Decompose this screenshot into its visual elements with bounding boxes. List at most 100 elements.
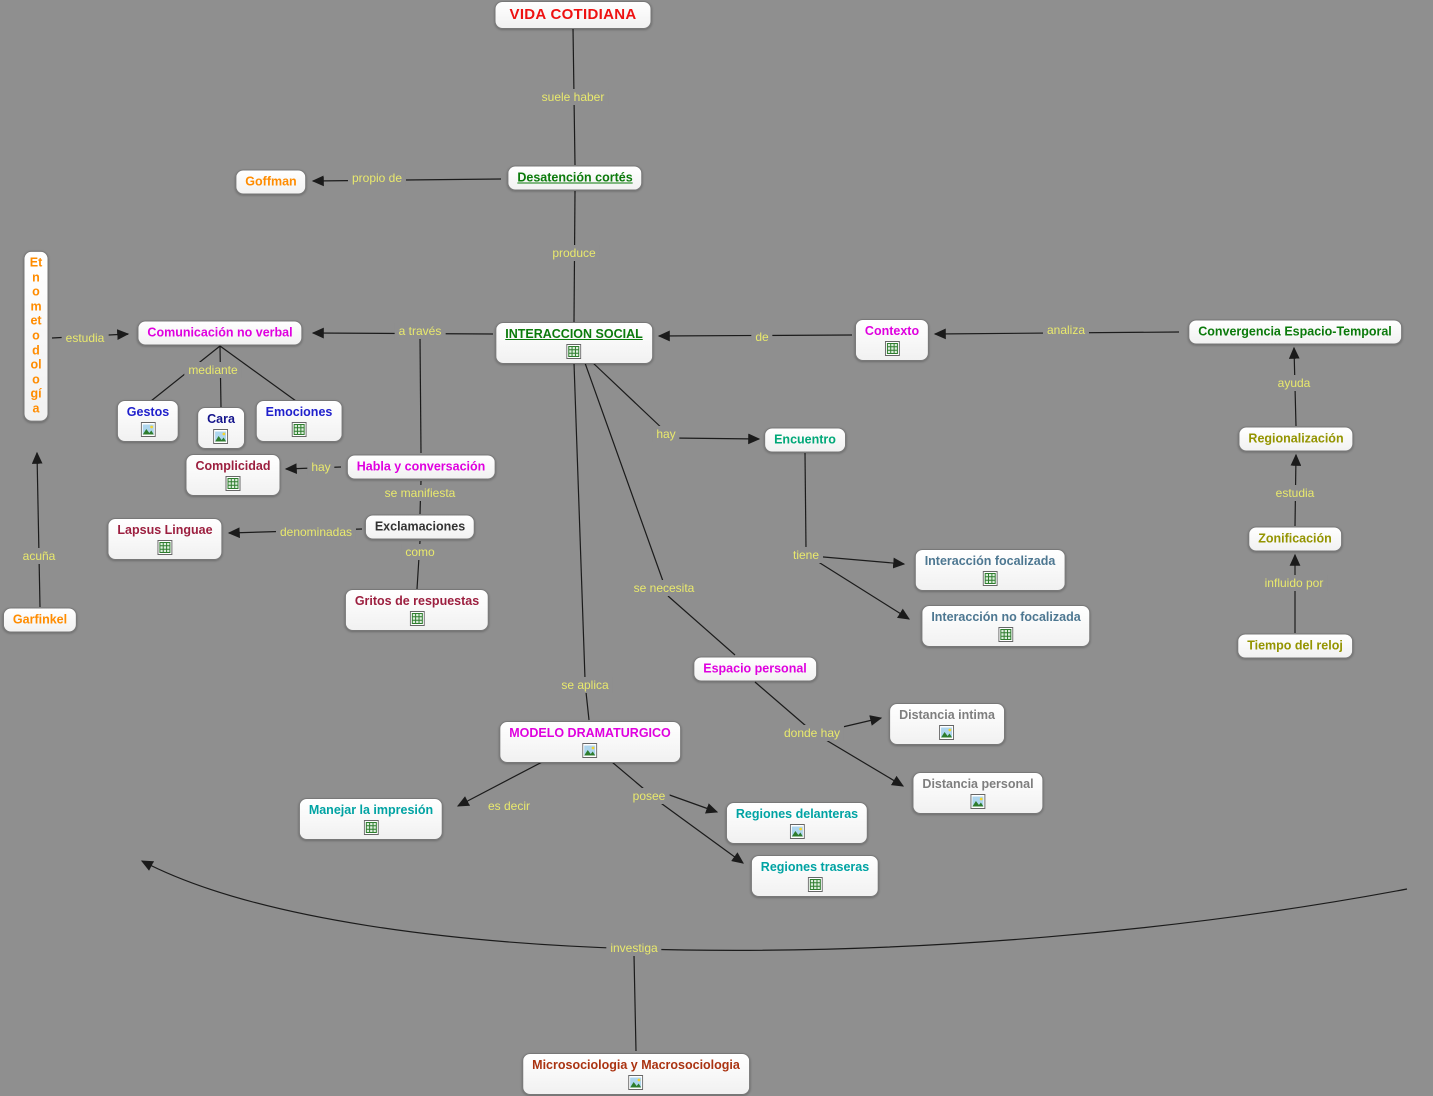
node-label: Regionalización — [1248, 431, 1344, 446]
link-label-es-decir[interactable]: es decir — [483, 798, 535, 814]
node-label: Regiones delanteras — [735, 807, 859, 821]
node-label: Convergencia Espacio-Temporal — [1198, 324, 1392, 339]
image-resource-icon[interactable] — [140, 422, 156, 437]
image-resource-icon[interactable] — [582, 743, 598, 758]
node-manejar-la-impresion[interactable]: Manejar la impresión — [298, 798, 444, 840]
node-vida-cotidiana[interactable]: VIDA COTIDIANA — [494, 1, 652, 29]
node-espacio-personal[interactable]: Espacio personal — [693, 656, 817, 682]
node-habla-y-conversacion[interactable]: Habla y conversación — [346, 454, 496, 480]
node-label: Lapsus Linguae — [117, 523, 213, 537]
node-label: Etnometodología — [29, 255, 43, 416]
node-label: Desatención cortés — [517, 170, 633, 185]
grid-resource-icon[interactable] — [363, 820, 379, 835]
link-label-analiza[interactable]: analiza — [1042, 322, 1090, 338]
link-label-se-aplica[interactable]: se aplica — [557, 677, 613, 693]
grid-resource-icon[interactable] — [291, 422, 307, 437]
node-desatencion-cortes[interactable]: Desatención cortés — [507, 165, 643, 191]
link-label-como[interactable]: como — [401, 544, 439, 560]
link-label-se-manifiesta[interactable]: se manifiesta — [380, 485, 460, 501]
node-exclamaciones[interactable]: Exclamaciones — [364, 514, 476, 540]
node-label: Interacción focalizada — [924, 554, 1056, 568]
node-emociones[interactable]: Emociones — [255, 400, 343, 442]
node-convergencia-espacio-temporal[interactable]: Convergencia Espacio-Temporal — [1188, 319, 1402, 345]
link-label-se-necesita[interactable]: se necesita — [629, 580, 699, 596]
node-goffman[interactable]: Goffman — [235, 169, 307, 195]
node-label: Gestos — [126, 405, 170, 419]
node-tiempo-del-reloj[interactable]: Tiempo del reloj — [1237, 633, 1353, 659]
node-lapsus-linguae[interactable]: Lapsus Linguae — [107, 518, 223, 560]
node-cara[interactable]: Cara — [197, 407, 245, 449]
node-label: VIDA COTIDIANA — [509, 6, 637, 23]
image-resource-icon[interactable] — [789, 824, 805, 839]
node-gestos[interactable]: Gestos — [116, 400, 180, 442]
node-distancia-personal[interactable]: Distancia personal — [912, 772, 1044, 814]
node-contexto[interactable]: Contexto — [854, 319, 930, 361]
grid-resource-icon[interactable] — [566, 344, 582, 359]
node-label: Regiones traseras — [760, 860, 870, 874]
link-label-estudia-1[interactable]: estudia — [61, 330, 109, 346]
node-label: Exclamaciones — [374, 519, 466, 534]
node-label: Distancia personal — [922, 777, 1034, 791]
link-label-produce[interactable]: produce — [548, 245, 600, 261]
grid-resource-icon[interactable] — [225, 476, 241, 491]
node-encuentro[interactable]: Encuentro — [764, 427, 846, 453]
node-label: Encuentro — [774, 432, 836, 447]
node-microsociologia-y-macrosociologia[interactable]: Microsociologia y Macrosociologia — [522, 1053, 750, 1095]
grid-resource-icon[interactable] — [157, 540, 173, 555]
node-label: Cara — [207, 412, 235, 426]
node-label: Contexto — [864, 324, 920, 338]
node-label: Espacio personal — [703, 661, 807, 676]
link-label-de[interactable]: de — [751, 329, 773, 345]
grid-resource-icon[interactable] — [982, 571, 998, 586]
link-label-donde-hay[interactable]: donde hay — [779, 725, 845, 741]
node-label: Goffman — [245, 174, 297, 189]
link-label-tiene[interactable]: tiene — [788, 547, 824, 563]
link-label-estudia-2[interactable]: estudia — [1271, 485, 1319, 501]
link-label-hay-2[interactable]: hay — [652, 426, 680, 442]
node-complicidad[interactable]: Complicidad — [185, 454, 281, 496]
link-label-denominadas[interactable]: denominadas — [275, 524, 357, 540]
link-label-a-traves[interactable]: a través — [394, 323, 446, 339]
grid-resource-icon[interactable] — [884, 341, 900, 356]
node-garfinkel[interactable]: Garfinkel — [2, 607, 78, 633]
node-label: Zonificación — [1258, 531, 1332, 546]
link-label-ayuda[interactable]: ayuda — [1273, 375, 1315, 391]
link-label-mediante[interactable]: mediante — [184, 362, 242, 378]
node-comunicacion-no-verbal[interactable]: Comunicación no verbal — [137, 320, 303, 346]
grid-resource-icon[interactable] — [409, 611, 425, 626]
image-resource-icon[interactable] — [939, 725, 955, 740]
node-label: Tiempo del reloj — [1247, 638, 1343, 653]
grid-resource-icon[interactable] — [998, 627, 1014, 642]
node-modelo-dramaturgico[interactable]: MODELO DRAMATURGICO — [499, 721, 681, 763]
link-label-suele-haber[interactable]: suele haber — [537, 89, 609, 105]
link-label-acuna[interactable]: acuña — [18, 548, 60, 564]
node-interaccion-social[interactable]: INTERACCION SOCIAL — [495, 322, 653, 364]
node-zonificacion[interactable]: Zonificación — [1248, 526, 1342, 552]
node-regiones-delanteras[interactable]: Regiones delanteras — [725, 802, 869, 844]
node-label: Microsociologia y Macrosociologia — [532, 1058, 740, 1072]
node-label: MODELO DRAMATURGICO — [509, 726, 671, 740]
node-label: INTERACCION SOCIAL — [505, 327, 643, 341]
node-regiones-traseras[interactable]: Regiones traseras — [750, 855, 880, 897]
node-interaccion-no-focalizada[interactable]: Interacción no focalizada — [921, 605, 1091, 647]
node-gritos-de-respuestas[interactable]: Gritos de respuestas — [344, 589, 490, 631]
node-label: Habla y conversación — [356, 459, 486, 474]
image-resource-icon[interactable] — [970, 794, 986, 809]
node-etnometodologia[interactable]: Etnometodología — [23, 250, 49, 422]
image-resource-icon[interactable] — [628, 1075, 644, 1090]
node-label: Emociones — [265, 405, 333, 419]
node-label: Manejar la impresión — [308, 803, 434, 817]
node-label: Garfinkel — [12, 612, 68, 627]
link-label-posee[interactable]: posee — [628, 788, 670, 804]
link-label-investiga[interactable]: investiga — [606, 940, 662, 956]
link-label-influido-por[interactable]: influido por — [1260, 575, 1328, 591]
grid-resource-icon[interactable] — [807, 877, 823, 892]
node-label: Interacción no focalizada — [931, 610, 1081, 624]
node-interaccion-focalizada[interactable]: Interacción focalizada — [914, 549, 1066, 591]
link-label-propio-de[interactable]: propio de — [347, 170, 407, 186]
node-regionalizacion[interactable]: Regionalización — [1238, 426, 1354, 452]
image-resource-icon[interactable] — [213, 429, 229, 444]
node-distancia-intima[interactable]: Distancia intima — [889, 703, 1005, 745]
link-label-hay-1[interactable]: hay — [307, 459, 335, 475]
